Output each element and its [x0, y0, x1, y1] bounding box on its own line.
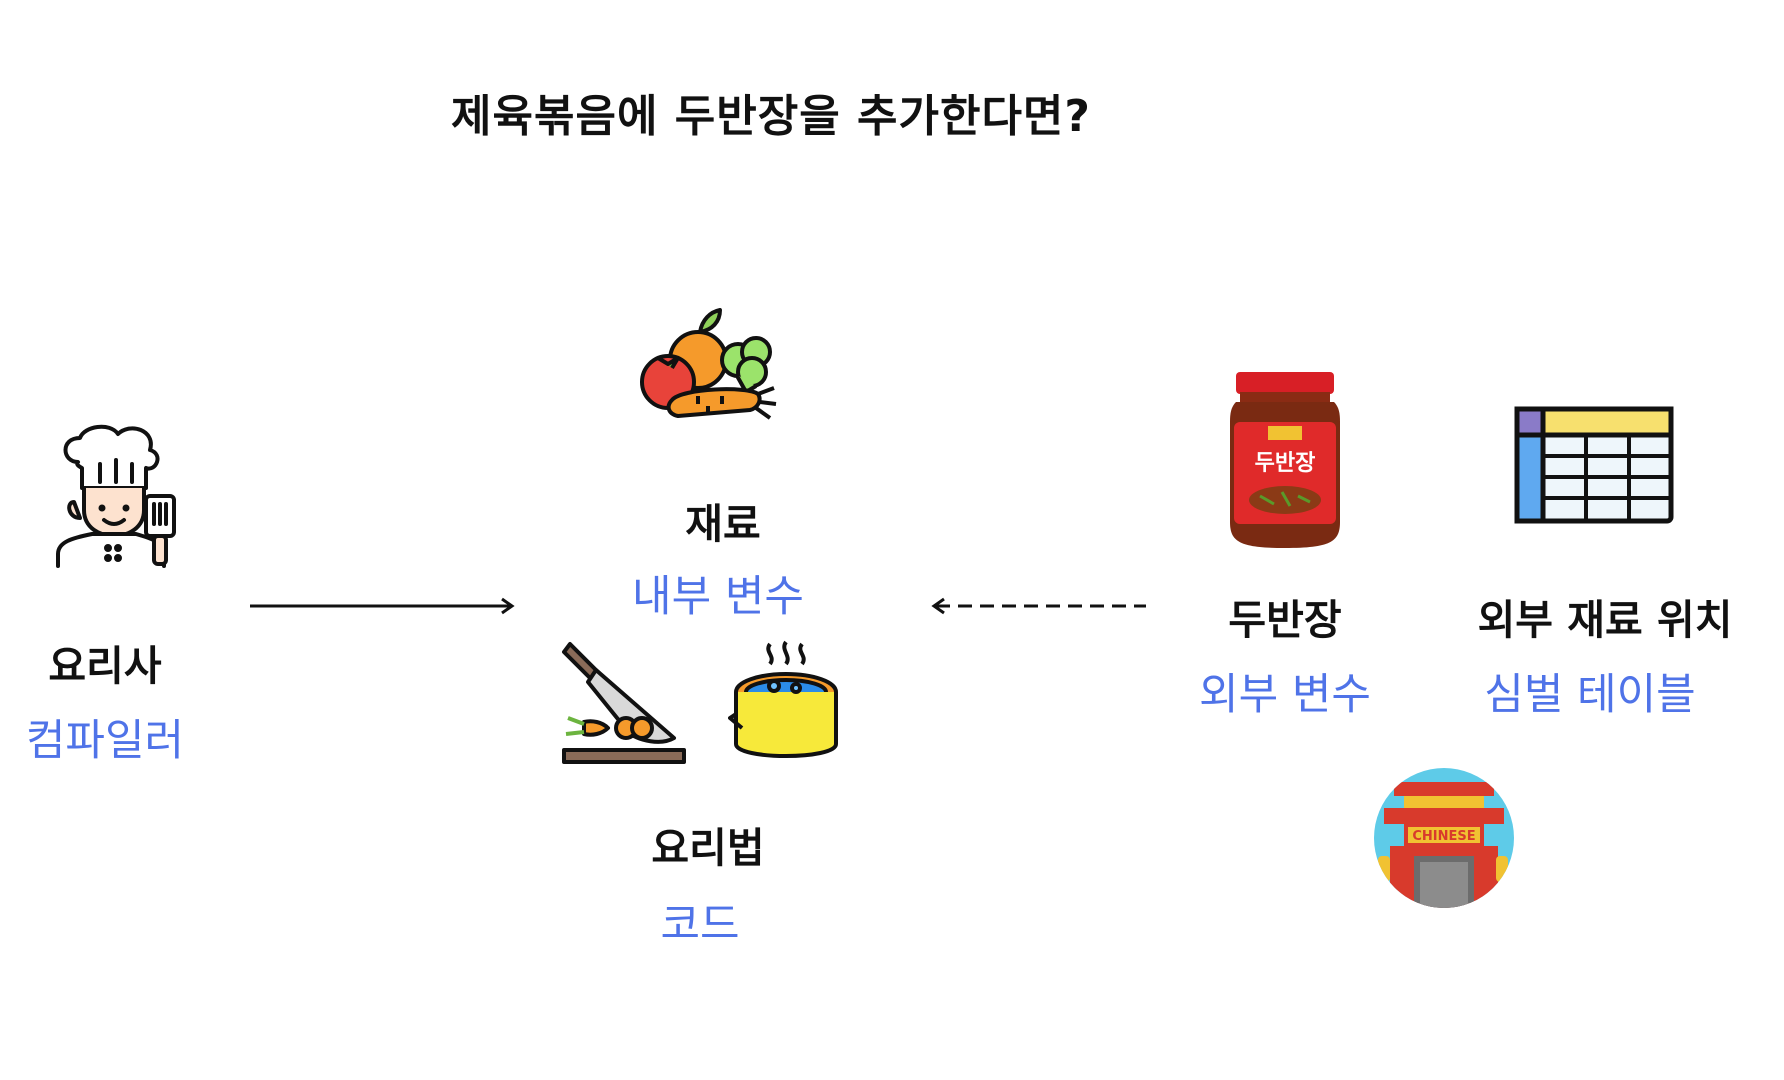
- boiling-pot-icon: [728, 640, 838, 758]
- page-title: 제육볶음에 두반장을 추가한다면?: [451, 91, 1091, 142]
- external-location-label: 외부 재료 위치: [1477, 596, 1733, 644]
- recipe-label: 요리법: [651, 824, 765, 872]
- ingredients-label: 재료: [685, 500, 761, 548]
- chef-icon: [56, 424, 176, 568]
- chef-label: 요리사: [48, 642, 162, 690]
- doubanjiang-label: 두반장: [1228, 596, 1342, 644]
- recipe-meaning: 코드: [660, 900, 740, 950]
- dashed-arrow: [931, 597, 1146, 615]
- ingredients-meaning: 내부 변수: [632, 572, 804, 622]
- table-icon: [1514, 406, 1674, 524]
- chinese-restaurant-icon: CHINESE: [1374, 768, 1514, 908]
- external-location-meaning: 심벌 테이블: [1484, 670, 1696, 720]
- jar-text: 두반장: [1255, 451, 1316, 476]
- chef-meaning: 컴파일러: [25, 716, 185, 766]
- vegetables-icon: [640, 308, 777, 420]
- solid-arrow: [250, 597, 515, 615]
- doubanjiang-meaning: 외부 변수: [1199, 670, 1371, 720]
- doubanjiang-jar-icon: 두반장: [1230, 372, 1340, 548]
- cutting-board-knife-icon: [562, 642, 686, 764]
- restaurant-sign: CHINESE: [1412, 829, 1475, 844]
